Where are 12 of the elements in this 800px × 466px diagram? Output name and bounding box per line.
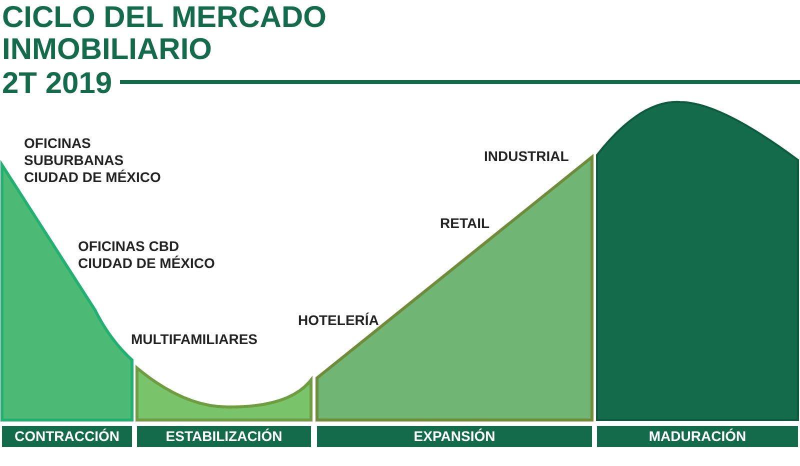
sector-label: MULTIFAMILIARES: [131, 331, 259, 348]
sector-label: HOTELERÍA: [298, 312, 380, 329]
phase-bar: ESTABILIZACIÓN: [137, 426, 311, 447]
sector-label: OFICINAS CBD CIUDAD DE MÉXICO: [78, 238, 216, 272]
year-label: 2T 2019: [2, 68, 112, 100]
sector-label: OFICINAS SUBURBANAS CIUDAD DE MÉXICO: [24, 135, 162, 186]
sector-label: RETAIL: [440, 215, 491, 232]
phase-bar: CONTRACCIÓN: [2, 426, 132, 447]
title: CICLO DEL MERCADO INMOBILIARIO: [2, 2, 328, 66]
phase-bar: EXPANSIÓN: [317, 426, 592, 447]
phase-bar: MADURACIÓN: [597, 426, 798, 447]
sector-label: INDUSTRIAL: [484, 148, 570, 165]
